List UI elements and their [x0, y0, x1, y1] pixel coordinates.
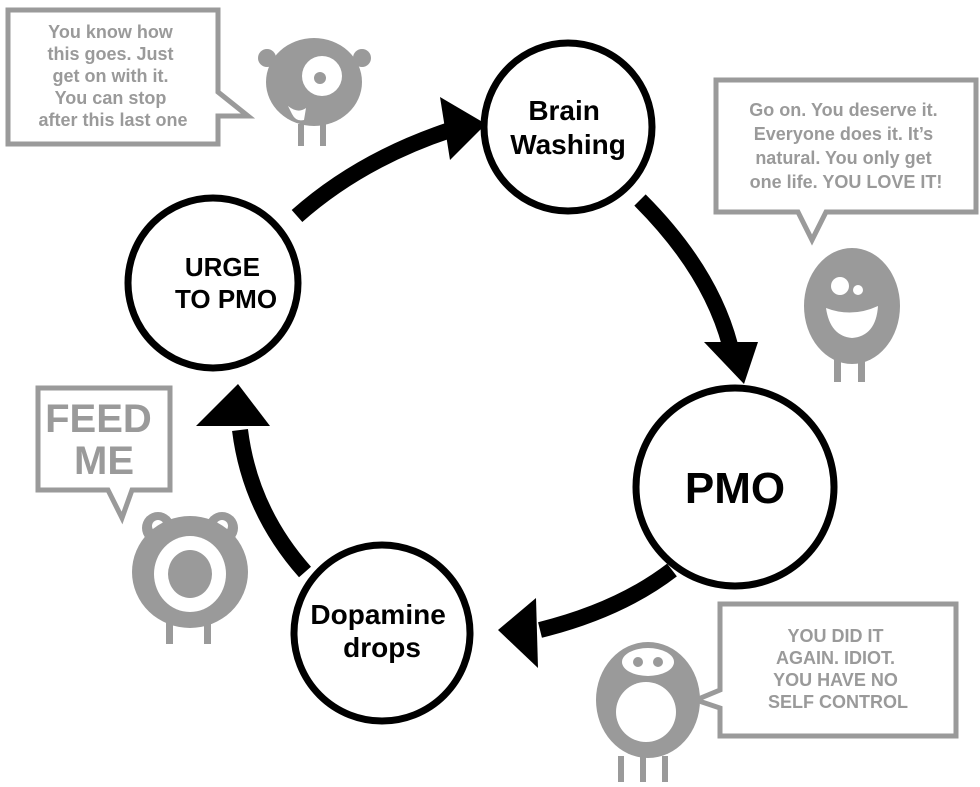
svg-text:Go on. You deserve it. E: Go on. You deserve it. Everyone does it.…: [749, 100, 942, 192]
speech-bubble-top-right: Go on. You deserve it. Everyone does it.…: [713, 77, 979, 246]
speech-bubble-left: FEED ME: [35, 385, 173, 525]
node-label: TO PMO: [175, 284, 277, 314]
node-label: Washing: [510, 129, 626, 160]
arrowhead: [440, 97, 486, 160]
svg-text:URGE TO PMO: URGE TO PMO: [175, 252, 277, 314]
arrowhead: [704, 342, 758, 384]
svg-text:YOU DID IT AGAIN. IDIOT.: YOU DID IT AGAIN. IDIOT. YOU HAVE NO SEL…: [768, 626, 908, 712]
goofy-monster: [596, 642, 700, 782]
speech-bubble-bottom-right: YOU DID IT AGAIN. IDIOT. YOU HAVE NO SEL…: [688, 601, 959, 739]
arrow-heads: [196, 97, 758, 668]
node-label: URGE: [185, 252, 260, 282]
arrowhead: [498, 598, 538, 668]
bubble-line: YOU DID IT: [787, 626, 883, 646]
node-label: Brain: [528, 95, 600, 126]
feed-line: FEED: [45, 397, 152, 441]
one-eyed-monster: [258, 38, 371, 146]
bubble-line: get on with it.: [53, 66, 169, 86]
svg-text:You know how this goes.: You know how this goes. Just get on with…: [38, 22, 187, 130]
grinning-monster: [804, 248, 900, 382]
node-dopamine-drops: Dopamine drops: [290, 541, 474, 725]
bubble-line: SELF CONTROL: [768, 692, 908, 712]
node-label: drops: [343, 632, 421, 663]
feed-line: ME: [74, 439, 134, 483]
bubble-line: one life. YOU LOVE IT!: [750, 172, 943, 192]
bubble-line: after this last one: [38, 110, 187, 130]
arrow-pmo-to-dopamine: [538, 563, 677, 638]
bubble-line: this goes. Just: [47, 44, 173, 64]
arrow-brainwashing-to-pmo: [634, 194, 738, 348]
svg-text:Dopamine drops: Dopamine drops: [310, 599, 453, 663]
bubble-line: You know how: [48, 22, 174, 42]
node-label: PMO: [685, 464, 785, 513]
svg-text:FEED ME: FEED ME: [45, 397, 163, 483]
arrow-urge-to-brainwashing: [291, 122, 453, 222]
bubble-line: natural. You only get: [755, 148, 931, 168]
node-pmo: PMO: [632, 384, 838, 590]
bubble-line: Go on. You deserve it.: [749, 100, 937, 120]
cycle-arrows: [232, 122, 738, 638]
node-urge-to-pmo: URGE TO PMO: [124, 194, 302, 372]
node-label: Dopamine: [310, 599, 445, 630]
arrow-dopamine-to-urge: [232, 428, 311, 578]
bubble-line: AGAIN. IDIOT.: [776, 648, 895, 668]
arrowhead: [196, 384, 270, 426]
bubble-line: YOU HAVE NO: [773, 670, 898, 690]
bubble-line: Everyone does it. It’s: [754, 124, 933, 144]
svg-text:Brain Washing: Brain Washing: [510, 95, 626, 160]
node-brain-washing: Brain Washing: [480, 39, 656, 215]
hungry-monster: [132, 512, 248, 644]
speech-bubble-top-left: You know how this goes. Just get on with…: [5, 7, 256, 147]
svg-text:PMO: PMO: [685, 464, 785, 513]
bubble-line: You can stop: [55, 88, 167, 108]
